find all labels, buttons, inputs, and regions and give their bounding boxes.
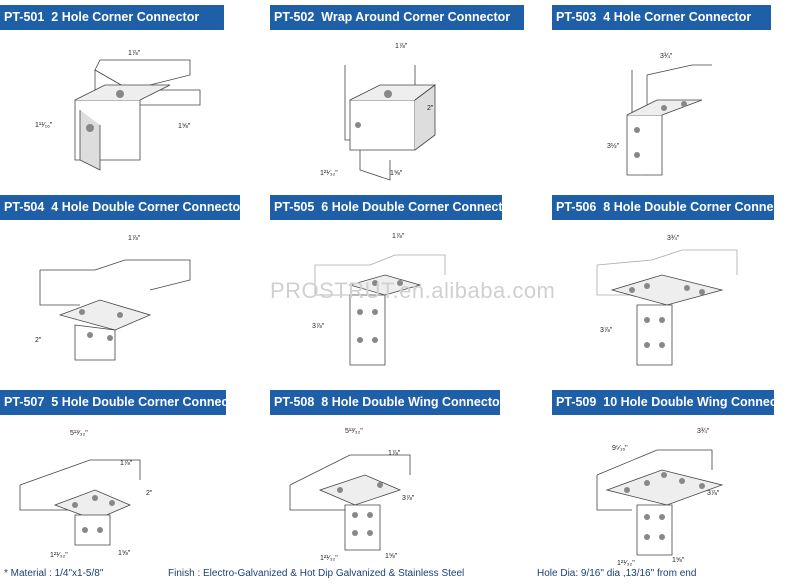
double-corner-connector-diagram: 1⅞" 3⅞": [312, 233, 446, 366]
connector-card-pt503: PT-503 4 Hole Corner Connector 3¾" 3½": [552, 5, 791, 195]
dim-label: 2": [35, 337, 42, 344]
connector-drawing: 3¾" 3⅞": [552, 220, 791, 380]
spec-footer: * Material : 1/4"x1-5/8" Finish : Electr…: [0, 566, 791, 582]
dim-label: 5¹³⁄₃₂": [70, 430, 88, 437]
connector-drawing: 5¹³⁄₃₂" 1⅞" 2" 1²¹⁄₃₂" 1⅝": [0, 415, 240, 575]
dim-label: 1⅞": [392, 233, 405, 240]
dim-label: 1⅞": [128, 50, 141, 57]
connector-name: 10 Hole Double Wing Connector: [603, 395, 791, 409]
connector-title: PT-508 8 Hole Double Wing Connector: [270, 390, 505, 415]
connector-title: PT-507 5 Hole Double Corner Connector: [0, 390, 245, 415]
material-note: * Material : 1/4"x1-5/8": [4, 568, 104, 579]
connector-name: Wrap Around Corner Connector: [321, 10, 511, 24]
connector-drawing: 3¾" 9⁵⁄₁₆" 3⅞" 1²¹⁄₃₂" 1⅝": [552, 415, 791, 575]
connector-title: PT-504 4 Hole Double Corner Connector: [0, 195, 245, 220]
double-wing-connector-diagram: 3¾" 9⁵⁄₁₆" 3⅞" 1²¹⁄₃₂" 1⅝": [596, 428, 724, 567]
double-corner-connector-diagram: 1⅞" 2": [35, 235, 191, 361]
dim-label: 1²¹⁄₃₂": [50, 552, 68, 559]
connector-code: PT-501: [4, 10, 45, 24]
connector-name: 8 Hole Double Corner Connector: [603, 200, 791, 214]
dim-label: 3⅞": [402, 495, 415, 502]
dim-label: 1⅝": [390, 170, 403, 177]
connector-drawing: 1⅞" 3⅞": [270, 220, 510, 380]
hole-dia-note: Hole Dia: 9/16" dia ,13/16" from end: [537, 568, 697, 579]
connector-title: PT-509 10 Hole Double Wing Connector: [552, 390, 791, 415]
connector-card-pt508: PT-508 8 Hole Double Wing Connector 5¹³⁄…: [270, 390, 510, 580]
connector-code: PT-503: [556, 10, 597, 24]
connector-title: PT-502 Wrap Around Corner Connector: [270, 5, 524, 30]
connector-code: PT-505: [274, 200, 315, 214]
double-corner-connector-diagram: 5¹³⁄₃₂" 1⅞" 2" 1²¹⁄₃₂" 1⅝": [19, 430, 153, 559]
connector-name: 4 Hole Corner Connector: [603, 10, 752, 24]
dim-label: 2": [427, 105, 434, 112]
dim-label: 5¹³⁄₃₂": [345, 428, 363, 435]
dim-label: 1¹¹⁄₁₆": [35, 122, 53, 129]
connector-code: PT-509: [556, 395, 597, 409]
dim-label: 1⅞": [128, 235, 141, 242]
dim-label: 3⅞": [707, 490, 720, 497]
dim-label: 2": [146, 490, 153, 497]
connector-drawing: 3¾" 3½": [552, 30, 791, 190]
dim-label: 3¾": [660, 53, 673, 60]
dim-label: 1⅝": [672, 557, 685, 564]
connector-code: PT-508: [274, 395, 315, 409]
connector-code: PT-507: [4, 395, 45, 409]
connector-card-pt505: PT-505 6 Hole Double Corner Connector 1⅞…: [270, 195, 515, 385]
dim-label: 3¾": [667, 235, 680, 242]
connector-card-pt507: PT-507 5 Hole Double Corner Connector 5¹…: [0, 390, 245, 580]
connector-name: 4 Hole Double Corner Connector: [51, 200, 246, 214]
connector-name: 2 Hole Corner Connector: [51, 10, 200, 24]
connector-card-pt504: PT-504 4 Hole Double Corner Connector 1⅞…: [0, 195, 245, 385]
connector-card-pt502: PT-502 Wrap Around Corner Connector 1⅞" …: [270, 5, 524, 195]
dim-label: 3⅞": [600, 327, 613, 334]
connector-code: PT-502: [274, 10, 315, 24]
dim-label: 1⅞": [395, 43, 408, 50]
connector-card-pt509: PT-509 10 Hole Double Wing Connector 3¾"…: [552, 390, 791, 580]
dim-label: 1⅝": [118, 550, 131, 557]
connector-name: 8 Hole Double Wing Connector: [321, 395, 505, 409]
connector-card-pt506: PT-506 8 Hole Double Corner Connector 3¾…: [552, 195, 791, 385]
dim-label: 3⅞": [312, 323, 325, 330]
dim-label: 1⅞": [388, 450, 401, 457]
dim-label: 1⅞": [120, 460, 133, 467]
connector-code: PT-506: [556, 200, 597, 214]
dim-label: 1²¹⁄₃₂": [617, 560, 635, 567]
watermark: PROSTRUT.en.alibaba.com: [270, 278, 556, 303]
double-wing-connector-diagram: 5¹³⁄₃₂" 1⅞" 3⅞" 1²¹⁄₃₂" 1⅝": [289, 428, 415, 562]
dim-label: 1²¹⁄₃₂": [320, 555, 338, 562]
finish-note: Finish : Electro-Galvanized & Hot Dip Ga…: [168, 568, 465, 579]
double-corner-connector-diagram: 3¾" 3⅞": [596, 235, 738, 366]
wrap-corner-connector-diagram: 1⅞" 2" 1²¹⁄₃₂" 1⅝": [320, 43, 437, 181]
dim-label: 1⅝": [385, 553, 398, 560]
connector-title: PT-506 8 Hole Double Corner Connector: [552, 195, 791, 220]
dim-label: 1²¹⁄₃₂": [320, 170, 338, 177]
connector-drawing: 1⅞" 1¹¹⁄₁₆" 1⅝": [0, 30, 240, 190]
connector-title: PT-501 2 Hole Corner Connector: [0, 5, 224, 30]
dim-label: 9⁵⁄₁₆": [612, 445, 628, 452]
connector-name: 6 Hole Double Corner Connector: [321, 200, 516, 214]
connector-name: 5 Hole Double Corner Connector: [51, 395, 246, 409]
connector-title: PT-503 4 Hole Corner Connector: [552, 5, 771, 30]
dim-label: 3¾": [697, 428, 710, 435]
connector-drawing: 1⅞" 2": [0, 220, 240, 380]
connector-title: PT-505 6 Hole Double Corner Connector: [270, 195, 515, 220]
dim-label: 1⅝": [178, 123, 191, 130]
corner-connector-diagram: 3¾" 3½": [607, 53, 712, 176]
connector-card-pt501: PT-501 2 Hole Corner Connector 1⅞" 1¹¹⁄₁…: [0, 5, 240, 195]
connector-drawing: 1⅞" 2" 1²¹⁄₃₂" 1⅝": [270, 30, 510, 190]
dim-label: 3½": [607, 142, 620, 150]
connector-drawing: 5¹³⁄₃₂" 1⅞" 3⅞" 1²¹⁄₃₂" 1⅝": [270, 415, 510, 575]
corner-connector-diagram: 1⅞" 1¹¹⁄₁₆" 1⅝": [35, 50, 201, 171]
connector-code: PT-504: [4, 200, 45, 214]
